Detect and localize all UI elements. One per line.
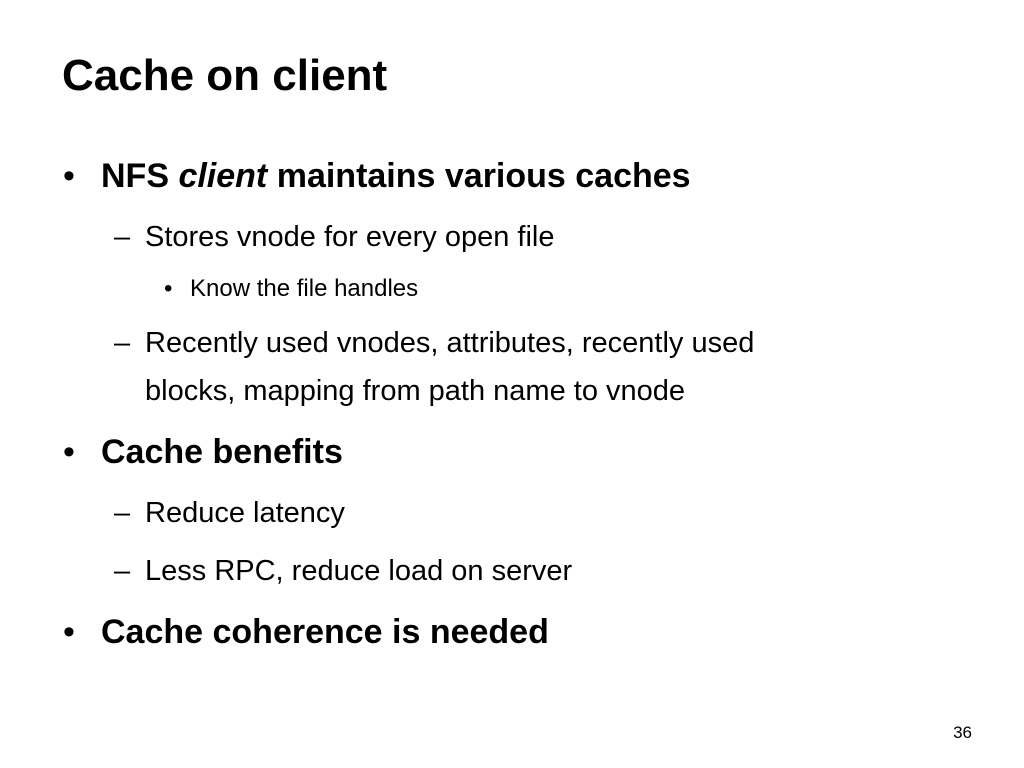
bullet-nfs-prefix: NFS — [101, 157, 179, 195]
dash-marker-less-rpc: – — [114, 555, 131, 587]
subbullet-less-rpc: Less RPC, reduce load on server — [145, 555, 573, 587]
subsubbullet-file-handles: Know the file handles — [190, 275, 419, 302]
bullet-marker-nfs-client: • — [63, 157, 75, 195]
subbullet-stores-vnode: Stores vnode for every open file — [145, 221, 555, 253]
bullet-cache-benefits: Cache benefits — [101, 433, 343, 471]
bullet-nfs-client-italic: client — [178, 157, 268, 195]
subbullet-reduce-latency: Reduce latency — [145, 497, 345, 529]
slide-title: Cache on client — [62, 51, 388, 100]
bullet-nfs-suffix: maintains various caches — [267, 157, 691, 195]
bullet-marker-cache-coherence: • — [63, 613, 75, 651]
bullet-nfs-client-caches: NFS client maintains various caches — [101, 154, 691, 198]
dash-marker-reduce-latency: – — [114, 497, 131, 529]
bullet-marker-file-handles: • — [164, 275, 173, 302]
subbullet-recently-used-line-2: blocks, mapping from path name to vnode — [145, 375, 686, 407]
bullet-marker-cache-benefits: • — [63, 433, 75, 471]
dash-marker-stores-vnode: – — [114, 221, 131, 253]
bullet-cache-coherence: Cache coherence is needed — [101, 613, 549, 651]
dash-marker-recently-used: – — [114, 327, 131, 359]
slide-page-number: 36 — [953, 723, 972, 742]
subbullet-recently-used-line-1: Recently used vnodes, attributes, recent… — [145, 327, 755, 359]
